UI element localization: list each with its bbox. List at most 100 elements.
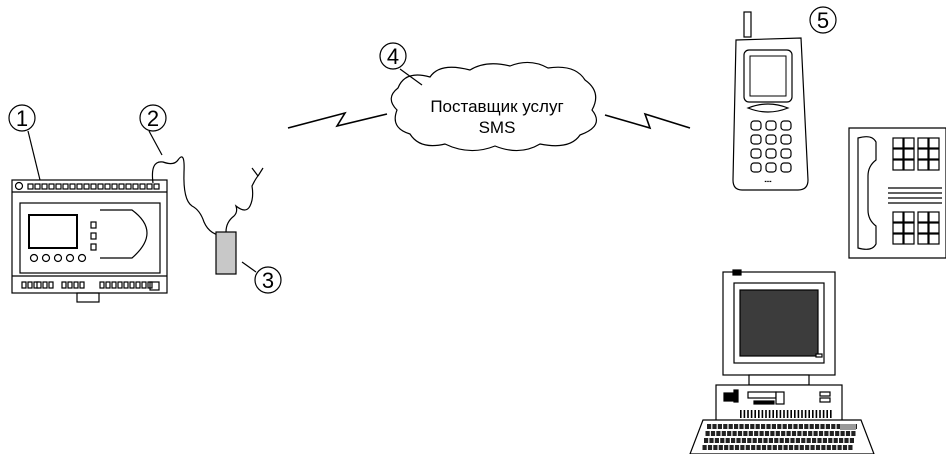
keyboard-icon [689,419,875,454]
keyboard-key [745,445,750,450]
desk-key [917,222,929,234]
desk-key [903,233,915,245]
keyboard-key [743,431,748,436]
terminal-screw [76,183,83,190]
vent-slot [768,410,771,418]
keyboard-key [851,431,856,436]
vent-slot [822,410,825,418]
desk-key [928,233,940,245]
keyboard-key [818,431,824,436]
phone-key [780,134,792,145]
provider-label-line2: SMS [479,118,516,137]
gsm-modem-icon [215,231,237,275]
vent-slot [783,410,785,418]
terminal-screw [111,281,117,289]
keyboard-key [710,431,716,436]
mobile-phone-icon: ▪▪▪▪ [732,11,809,191]
phone-key [750,162,762,173]
keyboard-key [817,438,822,443]
keyboard-key [725,438,730,443]
keyboard-key [815,445,821,450]
keyboard-key [783,445,788,450]
desk-key [892,159,904,171]
desk-key [917,233,929,245]
keyboard-key [798,424,803,429]
svg-text:4: 4 [387,44,399,69]
terminal-screw [27,281,33,289]
keyboard-key [831,424,836,429]
keyboard-key [771,424,776,429]
keyboard-key [713,445,718,450]
phone-key [780,162,792,173]
keyboard-key [786,431,791,436]
terminal-screw [69,183,76,190]
vent-slot [830,410,832,418]
vent-slot [812,410,814,418]
phone-key [765,148,777,159]
plc-button [29,253,39,263]
desktop-computer-icon [715,269,843,426]
vent-slot [801,410,803,418]
vent-slot [772,410,774,418]
vent-slot [797,410,800,418]
terminal-screw [99,281,105,289]
terminal-screw [125,183,132,190]
phone-key [750,120,762,131]
keyboard-key [782,424,787,429]
keyboard-key [833,438,838,443]
keyboard-key [752,438,757,443]
desk-telephone-icon [848,127,946,259]
vent-slot [808,410,810,418]
keyboard-key [727,431,732,436]
phone-key [750,134,762,145]
desk-key [917,137,929,149]
phone-key [765,120,777,131]
plc-button [65,253,75,263]
terminal-screw [21,281,27,289]
terminal-screw [135,281,141,289]
vent-slot [750,410,753,418]
keyboard-key [778,445,783,450]
keyboard-key [739,424,744,429]
keyboard-key [779,438,784,443]
terminal-screw [146,183,153,190]
desk-key [892,211,904,223]
keyboard-key [718,445,723,450]
keyboard-key [848,445,853,450]
desk-key [903,159,915,171]
keyboard-key [747,438,752,443]
phone-key [765,162,777,173]
terminal-screw [27,183,34,190]
keyboard-key [774,438,779,443]
keyboard-key [734,445,740,450]
phone-key [780,120,792,131]
keyboard-key [799,445,804,450]
terminal-screw [123,281,129,289]
desk-key [892,222,904,234]
terminal-screw [117,281,123,289]
terminal-screw [83,183,90,190]
keyboard-key [777,424,782,429]
terminal-screw [36,281,42,289]
keyboard-key [785,438,790,443]
terminal-screw [139,183,146,190]
desk-key [928,222,940,234]
keyboard-key [770,431,775,436]
keyboard-key [709,438,714,443]
callout-5: 5 [809,6,837,34]
desk-key [903,137,915,149]
desk-key [917,211,929,223]
keyboard-key [716,431,721,436]
terminal-screw [62,183,69,190]
terminal-screw [55,183,62,190]
terminal-screw [111,183,118,190]
keyboard-key [766,424,771,429]
keyboard-key [720,438,725,443]
keyboard-key [712,424,717,429]
keyboard-key [794,445,799,450]
keyboard-key [764,431,770,436]
desk-key [917,159,929,171]
terminal-screw [104,183,111,190]
keyboard-key [768,438,773,443]
keyboard-key [724,445,729,450]
